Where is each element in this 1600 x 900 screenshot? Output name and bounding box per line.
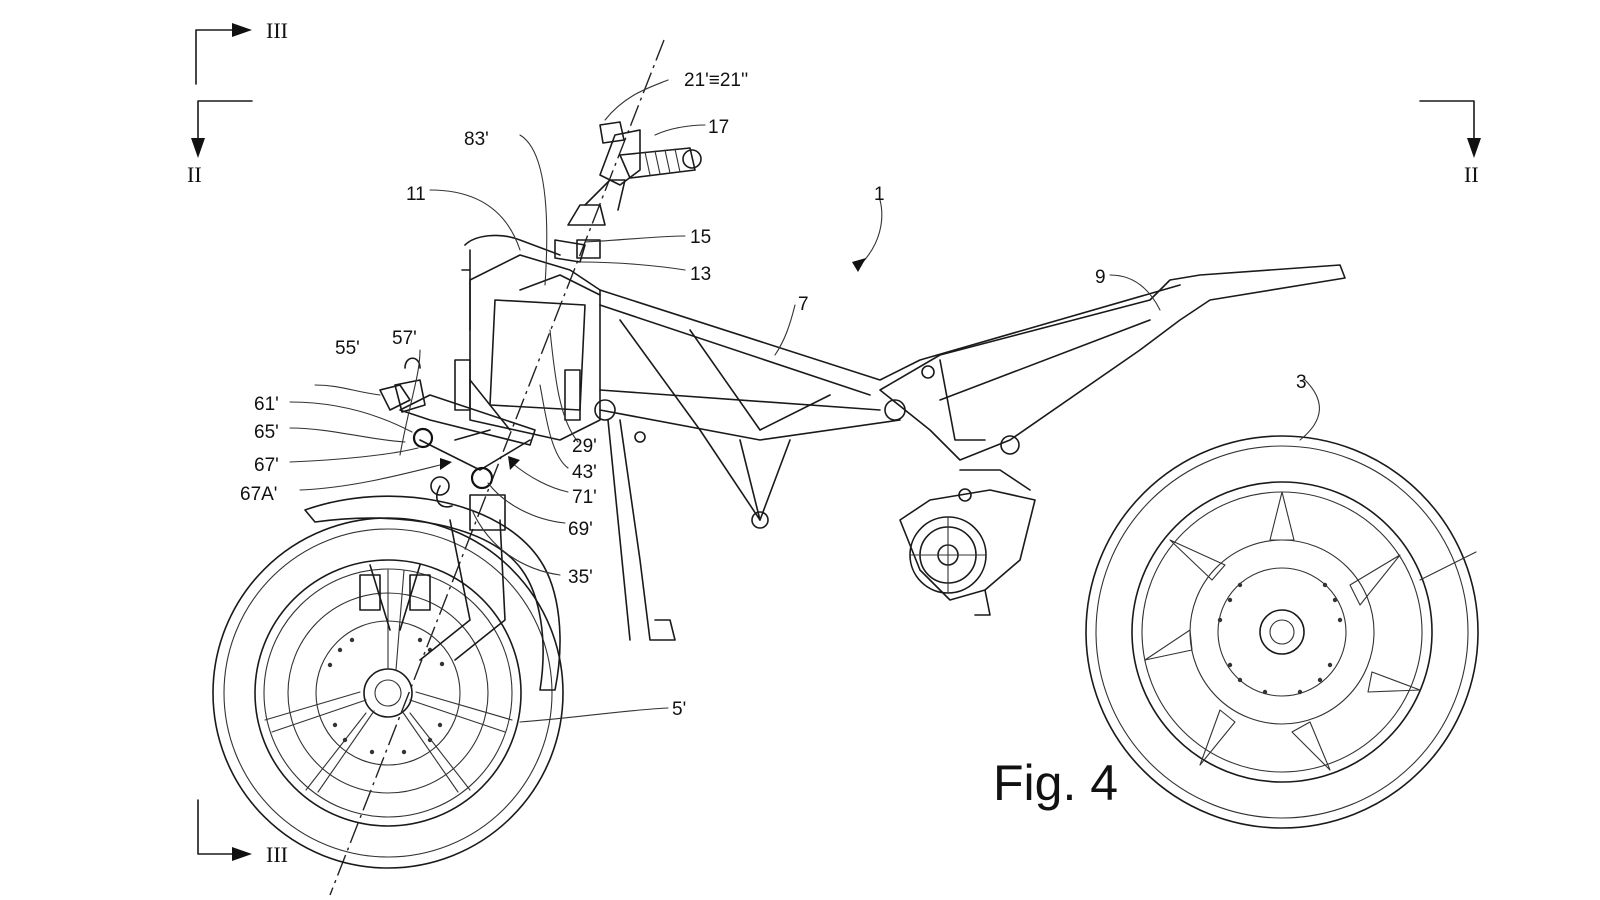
section-mark-bottom-left-iii: III: [197, 799, 288, 867]
label-13: 13: [690, 264, 711, 285]
leader-lines: [289, 79, 1320, 723]
label-35: 35': [568, 567, 593, 588]
label-9: 9: [1095, 267, 1106, 288]
label-71: 71': [572, 487, 597, 508]
figure-caption: Fig. 4: [993, 755, 1118, 811]
label-1: 1: [874, 184, 885, 205]
label-57: 57': [392, 328, 417, 349]
label-55: 55': [335, 338, 360, 359]
section-mark-top-left-iii: III: [195, 18, 288, 85]
label-61: 61': [254, 394, 279, 415]
rear-subframe: [879, 264, 1346, 491]
section-label-bottom-left-iii: III: [266, 842, 288, 867]
label-axis: 21'≡21'': [684, 70, 748, 91]
label-17: 17: [708, 117, 729, 138]
label-15: 15: [690, 227, 711, 248]
section-label-top-left-iii: III: [266, 18, 288, 43]
section-label-left-ii: II: [187, 162, 202, 187]
label-5: 5': [672, 699, 686, 720]
label-3: 3: [1296, 372, 1307, 393]
front-frame-body: [454, 234, 601, 441]
front-mudguard: [304, 495, 561, 691]
label-83: 83': [464, 129, 489, 150]
main-frame: [594, 284, 1181, 641]
reference-labels: 21'≡21'' 17 83' 11 15 13 1 7 9 3 55' 57'…: [240, 70, 1307, 720]
rear-wheel: [1085, 435, 1479, 829]
front-suspension-links: [379, 357, 536, 490]
label-43: 43': [572, 462, 597, 483]
drive-unit: [899, 488, 1036, 616]
rear-disc-holes: [1217, 582, 1343, 695]
section-mark-right-ii: II: [1419, 100, 1481, 187]
label-29: 29': [572, 436, 597, 457]
label-69: 69': [568, 519, 593, 540]
label-7: 7: [798, 294, 809, 315]
front-fork-assembly: [359, 476, 506, 661]
section-mark-left-ii: II: [187, 100, 253, 187]
front-wheel: [212, 517, 564, 869]
label-67: 67': [254, 455, 279, 476]
label-11: 11: [406, 184, 426, 205]
front-disc-holes: [327, 637, 445, 755]
label-65: 65': [254, 422, 279, 443]
handlebar-assembly: [567, 121, 702, 259]
section-label-right-ii: II: [1464, 162, 1479, 187]
steering-axis-line: [329, 39, 665, 896]
label-67a: 67A': [240, 484, 277, 505]
